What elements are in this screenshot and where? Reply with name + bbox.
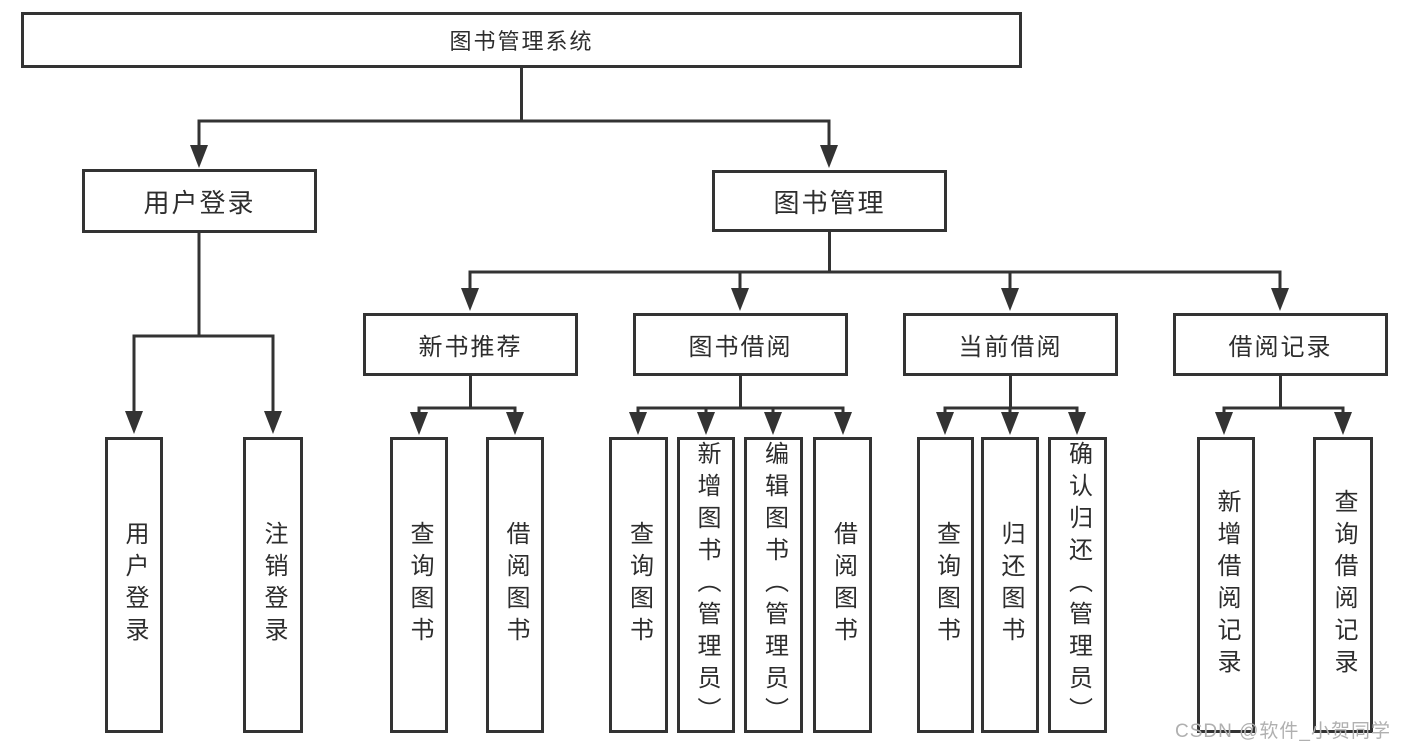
csdn-watermark: CSDN @软件_小贺同学 (1175, 721, 1391, 742)
node-borrow-record: 借阅记录 (1173, 313, 1388, 376)
leaf-logout: 注销登录 (243, 437, 303, 733)
node-user-login: 用户登录 (82, 169, 317, 233)
leaf-bb-add-book-admin: 新增图书（管理员） (677, 437, 735, 733)
leaf-nbr-query-book: 查询图书 (390, 437, 448, 733)
leaf-bb-edit-book-admin: 编辑图书（管理员） (744, 437, 803, 733)
leaf-cb-confirm-return-admin: 确认归还（管理员） (1048, 437, 1107, 733)
node-current-borrow: 当前借阅 (903, 313, 1118, 376)
leaf-br-query-record: 查询借阅记录 (1313, 437, 1373, 733)
leaf-cb-return-book: 归还图书 (981, 437, 1039, 733)
leaf-bb-query-book: 查询图书 (609, 437, 668, 733)
leaf-bb-borrow-book: 借阅图书 (813, 437, 872, 733)
arrowheads (125, 145, 1352, 435)
leaf-br-add-record: 新增借阅记录 (1197, 437, 1255, 733)
node-book-borrow: 图书借阅 (633, 313, 848, 376)
node-book-management: 图书管理 (712, 170, 947, 232)
leaf-nbr-borrow-book: 借阅图书 (486, 437, 544, 733)
leaf-cb-query-book: 查询图书 (917, 437, 974, 733)
root-box-library-system: 图书管理系统 (21, 12, 1022, 68)
node-new-book-recommend: 新书推荐 (363, 313, 578, 376)
leaf-user-login: 用户登录 (105, 437, 163, 733)
